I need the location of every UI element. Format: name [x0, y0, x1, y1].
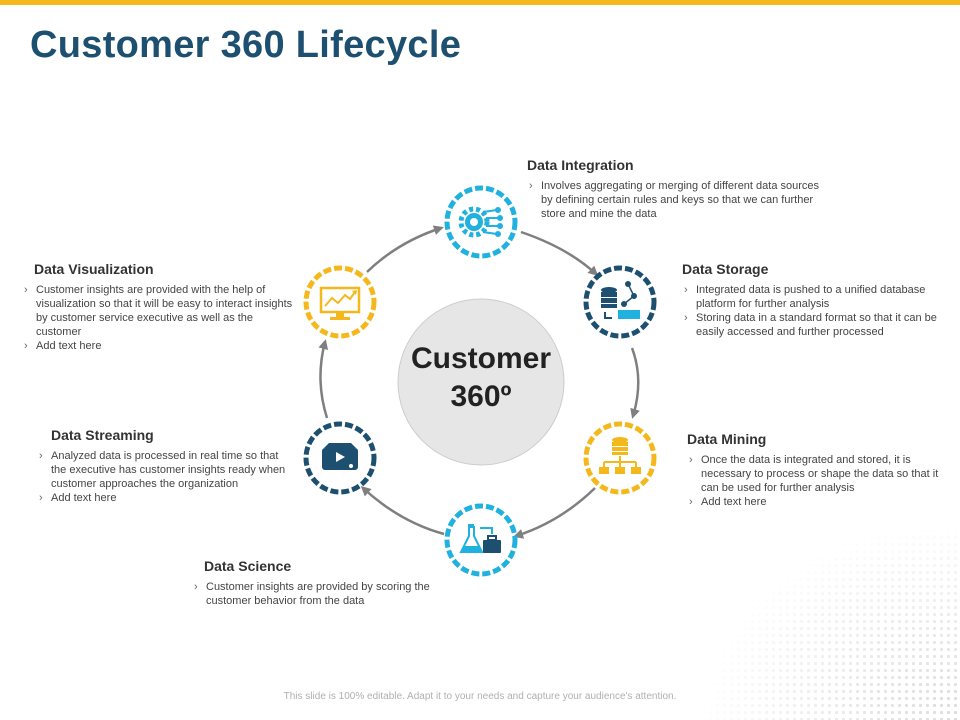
storage-node	[583, 265, 657, 339]
integration-title: Data Integration	[527, 157, 634, 173]
streaming-bullet-1: Analyzed data is processed in real time …	[37, 449, 287, 491]
center-label-line2: 360º	[450, 380, 512, 413]
streaming-device-icon	[322, 443, 358, 470]
integration-text-block: Data Integration Involves aggregating or…	[527, 157, 832, 221]
integration-node	[444, 185, 518, 259]
cycle-arrows	[318, 225, 640, 539]
science-bullet-1: Customer insights are provided by scorin…	[192, 580, 440, 608]
streaming-text-block: Data Streaming Analyzed data is processe…	[37, 427, 287, 505]
decorative-dot-pattern	[700, 520, 960, 720]
streaming-bullet-2: Add text here	[37, 491, 287, 505]
mining-bullets: Once the data is integrated and stored, …	[687, 453, 945, 509]
visualization-node	[303, 265, 377, 339]
storage-title: Data Storage	[682, 261, 769, 277]
arrow-visualization-to-integration	[366, 225, 444, 273]
storage-bullets: Integrated data is pushed to a unified d…	[682, 283, 950, 339]
storage-text-block: Data Storage Integrated data is pushed t…	[682, 261, 950, 339]
science-bullets: Customer insights are provided by scorin…	[192, 580, 440, 608]
footer-note: This slide is 100% editable. Adapt it to…	[283, 691, 677, 702]
mining-bullet-1: Once the data is integrated and stored, …	[687, 453, 945, 495]
visualization-text-block: Data Visualization Customer insights are…	[22, 261, 294, 353]
arrow-storage-to-mining	[630, 347, 640, 419]
monitor-chart-icon	[319, 286, 361, 320]
center-circle	[397, 298, 565, 466]
science-node	[444, 503, 518, 577]
science-text-block: Data Science Customer insights are provi…	[192, 558, 440, 608]
database-hierarchy-icon	[599, 437, 641, 474]
mining-bullet-2: Add text here	[687, 495, 945, 509]
streaming-bullets: Analyzed data is processed in real time …	[37, 449, 287, 505]
integration-bullet-1: Involves aggregating or merging of diffe…	[527, 179, 832, 221]
arrow-integration-to-storage	[520, 230, 599, 277]
visualization-bullet-1: Customer insights are provided with the …	[22, 283, 294, 339]
science-title: Data Science	[204, 558, 292, 574]
center-label: Customer 360º	[398, 340, 564, 416]
flask-briefcase-icon	[459, 524, 501, 553]
database-network-icon	[601, 281, 640, 319]
visualization-bullets: Customer insights are provided with the …	[22, 283, 294, 353]
arrow-mining-to-science	[513, 487, 596, 539]
gear-circuit-icon	[458, 206, 503, 238]
page-title: Customer 360 Lifecycle	[30, 24, 462, 66]
streaming-node	[303, 421, 377, 495]
visualization-bullet-2: Add text here	[22, 339, 294, 353]
streaming-title: Data Streaming	[51, 427, 154, 443]
mining-text-block: Data Mining Once the data is integrated …	[687, 431, 945, 509]
storage-bullet-1: Integrated data is pushed to a unified d…	[682, 283, 950, 311]
arrow-science-to-streaming	[360, 485, 445, 536]
visualization-title: Data Visualization	[34, 261, 154, 277]
storage-bullet-2: Storing data in a standard format so tha…	[682, 311, 950, 339]
mining-title: Data Mining	[687, 431, 767, 447]
integration-bullets: Involves aggregating or merging of diffe…	[527, 179, 832, 221]
center-label-line1: Customer	[410, 342, 552, 375]
mining-node	[583, 421, 657, 495]
arrow-streaming-to-visualization	[318, 339, 329, 419]
top-accent-bar	[0, 0, 960, 5]
